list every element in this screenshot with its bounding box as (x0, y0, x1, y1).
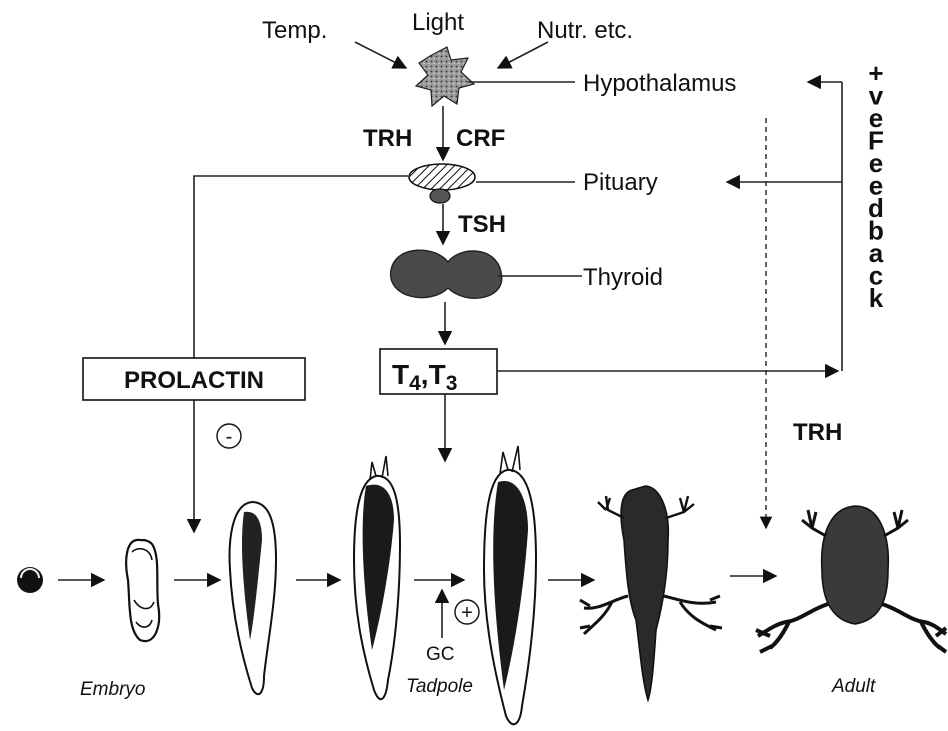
pituitary-lobe-icon (430, 189, 450, 203)
egg-icon (17, 567, 43, 593)
pituitary-to-prolactin-line (194, 176, 408, 358)
t3-letter: T (429, 359, 446, 390)
froglet-icon (580, 486, 722, 700)
embryo-label: Embryo (80, 679, 145, 700)
brain-icon (416, 47, 474, 106)
t3-subscript: 3 (446, 372, 458, 395)
adult-label: Adult (831, 676, 876, 697)
temp-arrow (355, 42, 406, 68)
prolactin-label: PROLACTIN (124, 367, 264, 394)
hypothalamus-label: Hypothalamus (583, 70, 736, 97)
minus-sign-label: - (226, 426, 233, 448)
light-label: Light (412, 9, 464, 36)
nutrition-arrow (498, 42, 548, 68)
nutrition-label: Nutr. etc. (537, 17, 633, 44)
embryo-icon (126, 540, 159, 641)
thyroid-icon (391, 250, 502, 298)
plus-sign-label: + (461, 602, 473, 624)
adult-frog-icon (756, 506, 946, 652)
tsh-label: TSH (458, 211, 506, 238)
t4-subscript: 4 (409, 372, 421, 395)
temp-label: Temp. (262, 17, 327, 44)
trh-label: TRH (363, 125, 412, 152)
crf-label: CRF (456, 125, 505, 152)
thyroid-label: Thyroid (583, 264, 663, 291)
t4-t3-separator: , (421, 359, 429, 390)
t4-letter: T (392, 359, 409, 390)
feedback-char: k (869, 283, 884, 313)
trh-adult-label: TRH (793, 419, 842, 446)
tadpole-label: Tadpole (406, 676, 473, 697)
gc-label: GC (426, 644, 455, 665)
pituitary-icon (409, 164, 475, 190)
pituitary-label: Pituary (583, 169, 658, 196)
